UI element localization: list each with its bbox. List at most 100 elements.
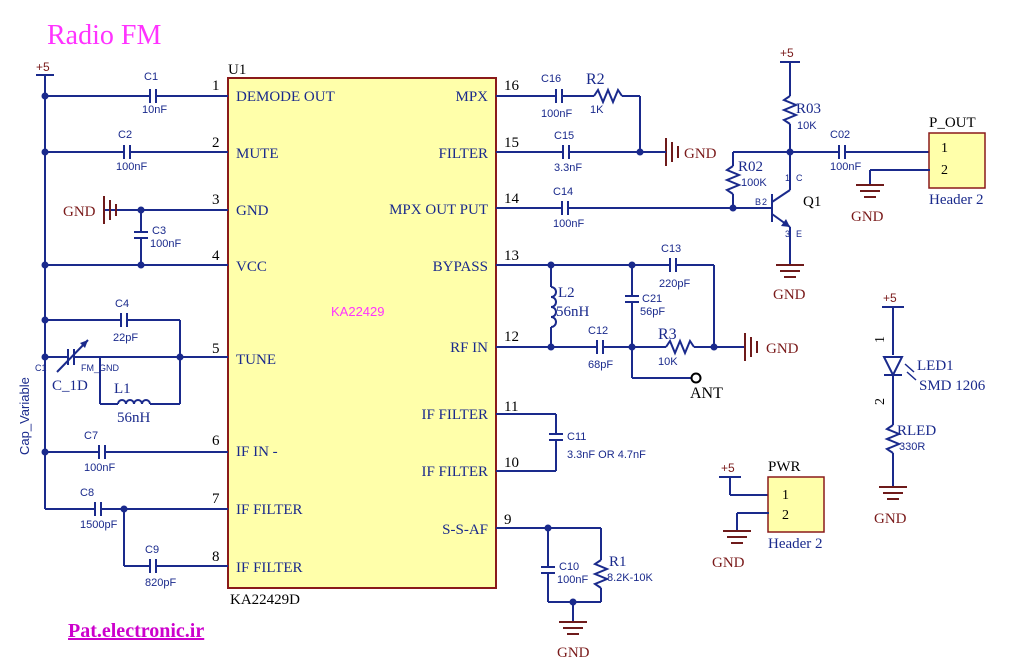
- c1-capacitor: [149, 89, 157, 103]
- led1-diode: [882, 356, 917, 381]
- pin-num-16: 16: [504, 78, 520, 94]
- plus5-pwr-label: +5: [721, 461, 735, 475]
- gnd-pwr-symbol: [723, 530, 751, 544]
- ant-terminal: [690, 372, 702, 384]
- pin-name-2: MUTE: [236, 146, 279, 162]
- c3-value: 100nF: [150, 238, 181, 250]
- plus5-led-label: +5: [883, 291, 897, 305]
- pin-num-8: 8: [212, 549, 220, 565]
- r1-resistor: [592, 559, 610, 589]
- ic-part: KA22429D: [230, 592, 300, 608]
- pin-num-14: 14: [504, 191, 520, 207]
- pwr-name: Header 2: [768, 536, 823, 552]
- c12-value: 68pF: [588, 359, 613, 371]
- c16-value: 100nF: [541, 108, 572, 120]
- r03-ref: R03: [796, 101, 821, 117]
- c1-ref: C1: [144, 71, 158, 83]
- pin-name-14: MPX OUT PUT: [389, 202, 488, 218]
- r03-resistor: [781, 95, 799, 125]
- c1-variable-capacitor: [56, 339, 89, 373]
- plus5-led-symbol: [882, 306, 904, 355]
- c14-ref: C14: [553, 186, 573, 198]
- watermark: Pat.electronic.ir: [68, 620, 204, 642]
- r02-resistor: [724, 165, 742, 195]
- c02-ref: C02: [830, 129, 850, 141]
- r2-value: 1K: [590, 104, 604, 116]
- gnd-pin9-symbol: [559, 602, 587, 635]
- r02-ref: R02: [738, 159, 763, 175]
- led-pin2: 2: [873, 398, 888, 405]
- p-out-ref: P_OUT: [929, 115, 976, 131]
- pin-num-4: 4: [212, 248, 220, 264]
- pwr-pin1: 1: [782, 488, 789, 503]
- pin-name-4: VCC: [236, 259, 267, 275]
- plus5-left-label: +5: [36, 60, 50, 74]
- c9-value: 820pF: [145, 577, 176, 589]
- r03-value: 10K: [797, 120, 817, 132]
- ant-label: ANT: [690, 385, 723, 402]
- q1-c-label: C: [796, 173, 803, 183]
- p-out-name: Header 2: [929, 192, 984, 208]
- c13-ref: C13: [661, 243, 681, 255]
- c1-value: 10nF: [142, 104, 167, 116]
- plus5-pwr-symbol: [719, 476, 769, 496]
- c12-ref: C12: [588, 325, 608, 337]
- gnd-q1-label: GND: [773, 287, 806, 303]
- c1var-ref: C1: [35, 363, 47, 373]
- c02-capacitor: [838, 145, 846, 159]
- led-pin1: 1: [873, 336, 888, 343]
- c7-capacitor: [98, 445, 106, 459]
- pin-name-10: IF FILTER: [421, 464, 488, 480]
- pin-num-3: 3: [212, 192, 220, 208]
- r3-value: 10K: [658, 356, 678, 368]
- c1var-name: C_1D: [52, 378, 88, 394]
- plus5-q1-label: +5: [780, 46, 794, 60]
- gnd-pin3-symbol: [103, 196, 228, 224]
- pin-num-13: 13: [504, 248, 519, 264]
- c2-value: 100nF: [116, 161, 147, 173]
- c13-value: 220pF: [659, 278, 690, 290]
- l2-inductor: [550, 286, 557, 328]
- r02-value: 100K: [741, 177, 767, 189]
- c11-ref: C11: [567, 431, 586, 443]
- c10-ref: C10: [559, 561, 579, 573]
- c21-ref: C21: [642, 293, 662, 305]
- pin-num-1: 1: [212, 78, 220, 94]
- pin-num-7: 7: [212, 491, 220, 507]
- l1-ref: L1: [114, 381, 131, 397]
- gnd-pin3-label: GND: [63, 204, 96, 220]
- r1-ref: R1: [609, 554, 627, 570]
- rled-resistor: [884, 424, 902, 454]
- pin-name-8: IF FILTER: [236, 560, 303, 576]
- r1-value: 8.2K-10K: [607, 572, 654, 584]
- c2-ref: C2: [118, 129, 132, 141]
- c14-value: 100nF: [553, 218, 584, 230]
- led1-value: SMD 1206: [919, 378, 986, 394]
- p-out-pin2: 2: [941, 163, 948, 178]
- l1-value: 56nH: [117, 410, 151, 426]
- c15-ref: C15: [554, 130, 574, 142]
- p-out-header: [928, 132, 986, 189]
- gnd-pout-label: GND: [851, 209, 884, 225]
- pin-num-15: 15: [504, 135, 519, 151]
- rled-value: 330R: [899, 441, 925, 453]
- c11-capacitor: [549, 433, 563, 441]
- pin-name-3: GND: [236, 203, 269, 219]
- c02-value: 100nF: [830, 161, 861, 173]
- pwr-pin2: 2: [782, 508, 789, 523]
- pin-name-11: IF FILTER: [421, 407, 488, 423]
- c21-value: 56pF: [640, 306, 665, 318]
- c15-value: 3.3nF: [554, 162, 582, 174]
- pin-num-11: 11: [504, 399, 518, 415]
- diagram-title: Radio FM: [47, 20, 161, 51]
- c14-capacitor: [561, 201, 569, 215]
- led1-ref: LED1: [917, 358, 954, 374]
- c7-ref: C7: [84, 430, 98, 442]
- r3-resistor: [665, 338, 695, 356]
- c3-ref: C3: [152, 225, 166, 237]
- l2-value: 56nH: [556, 304, 590, 320]
- c12-capacitor: [596, 340, 604, 354]
- pin-name-9: S-S-AF: [442, 522, 488, 538]
- gnd-pin9-label: GND: [557, 645, 590, 661]
- gnd-pin15-label: GND: [684, 146, 717, 162]
